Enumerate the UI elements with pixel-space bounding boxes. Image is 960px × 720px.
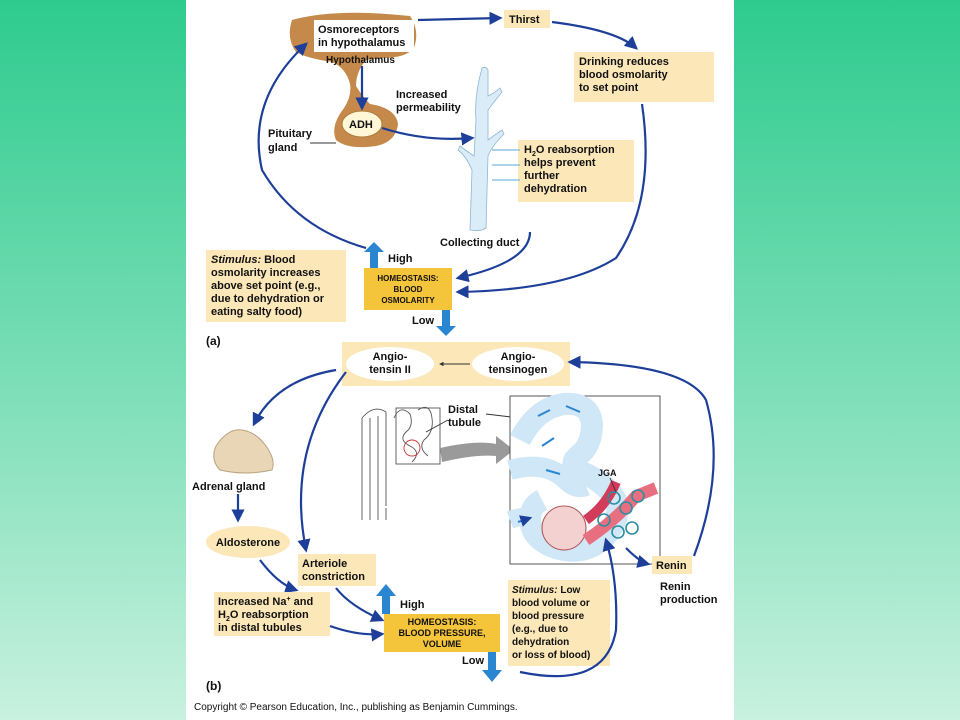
adh-oval [341,110,383,138]
stimulus-b-line-1: Stimulus: Low [512,585,581,596]
arteriole-line-1: Arteriole [302,558,347,570]
distal-tubule-line-1: Distal [448,404,478,416]
distal-tubule-line-2: tubule [448,417,481,429]
h2o-reabsorption-line-4: dehydration [524,183,587,195]
stimulus-a-box [206,250,346,322]
h2o-reabsorption-line-2: helps prevent [524,157,596,169]
stimulus-b-line-4: (e.g., due to [512,624,568,635]
h2o-reabsorption-line-3: further [524,170,560,182]
collecting-duct-label: Collecting duct [440,237,520,249]
high-b-arrow [376,584,396,614]
osmoreceptors-label-1: Osmoreceptors [318,24,399,36]
angiotensinogen-line-1: Angio- [501,351,536,363]
homeostasis-b-line-1: HOMEOSTASIS: [408,617,477,627]
nephron-sketch [361,406,441,520]
homeostasis-b-line-3: VOLUME [423,639,462,649]
pituitary-label-2: gland [268,142,297,154]
renin-box [652,556,692,574]
stimulus-a-line-4: due to dehydration or [211,293,325,305]
part-b-label: (b) [206,679,221,693]
thirst-box [504,10,550,28]
angiotensin-ii-oval [346,347,434,381]
drinking-line-3: to set point [579,82,639,94]
adrenal-gland-label: Adrenal gland [192,481,265,493]
angiotensin-ii-line-2: tensin II [369,364,411,376]
jga-cells [597,489,645,539]
homeostasis-a-line-3: OSMOLARITY [381,296,435,305]
efferent-arteriole [583,479,621,525]
adrenal-gland-shape [213,429,274,474]
stimulus-b-box [508,580,610,666]
drinking-line-1: Drinking reduces [579,56,669,68]
jga-label: JGA [598,468,617,478]
h2o-reabsorption-line-1: H2O reabsorption [524,144,615,158]
stimulus-b-line-2: blood volume or [512,598,590,609]
high-a-arrow [364,242,384,268]
afferent-arteriole [582,482,659,545]
permeability-label-1: Increased [396,89,447,101]
homeostasis-a-line-2: BLOOD [394,285,423,294]
osmoreceptors-label-2: in hypothalamus [318,37,405,49]
low-b-label: Low [462,655,484,667]
arteriole-line-2: constriction [302,571,365,583]
high-b-label: High [400,599,425,611]
increased-na-line-3: in distal tubules [218,622,302,634]
collecting-duct-shape [457,66,505,232]
aldosterone-oval [206,526,290,558]
h2o-reabsorption-box [518,140,634,202]
arteriole-box [298,554,376,586]
low-b-arrow [482,652,502,682]
homeostasis-diagram: Osmoreceptors in hypothalamus Hypothalam… [192,10,718,713]
permeability-label-2: permeability [396,102,462,114]
homeostasis-a-box [364,268,452,310]
renin-label: Renin [656,560,687,572]
stimulus-a-line-3: above set point (e.g., [211,280,320,292]
increased-na-box [214,592,330,636]
osmoreceptors-box [314,20,414,52]
low-a-label: Low [412,315,434,327]
renin-production-line-1: Renin [660,581,691,593]
adh-label: ADH [349,119,373,131]
renin-production-line-2: production [660,594,718,606]
stimulus-a-line-1: Stimulus: Blood [211,254,295,266]
stimulus-a-line-5: eating salty food) [211,306,302,318]
stimulus-b-line-5: dehydration [512,637,569,648]
angiotensinogen-oval [472,347,564,381]
pituitary-label-1: Pituitary [268,128,313,140]
stimulus-b-line-6: or loss of blood) [512,650,590,661]
part-a-label: (a) [206,334,221,348]
drinking-line-2: blood osmolarity [579,69,669,81]
zoom-arrow [440,436,514,464]
homeostasis-b-box [384,614,500,652]
stimulus-b-line-3: blood pressure [512,611,585,622]
angiotensinogen-line-2: tensinogen [489,364,548,376]
drinking-box [574,52,714,102]
homeostasis-a-line-1: HOMEOSTASIS: [377,274,438,283]
homeostasis-b-line-2: BLOOD PRESSURE, [398,628,485,638]
thirst-label: Thirst [509,14,540,26]
copyright-text: Copyright © Pearson Education, Inc., pub… [194,702,518,713]
increased-na-line-2: H2O reabsorption [218,609,309,623]
angiotensin-ii-line-1: Angio- [373,351,408,363]
stimulus-a-line-2: osmolarity increases [211,267,320,279]
glomerulus [541,505,587,551]
aldosterone-label: Aldosterone [216,537,280,549]
hypothalamus-label: Hypothalamus [326,55,395,66]
low-a-arrow [436,310,456,336]
increased-na-line-1: Increased Na+ and [218,596,313,608]
high-a-label: High [388,253,413,265]
